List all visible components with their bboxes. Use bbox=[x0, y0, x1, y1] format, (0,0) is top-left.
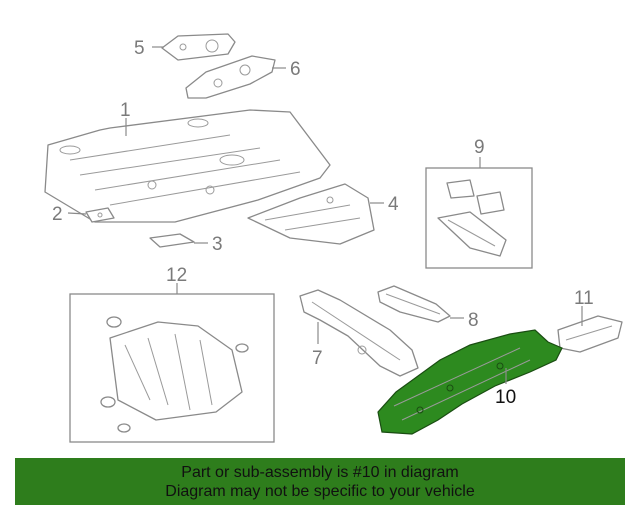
part-12-box bbox=[69, 293, 275, 443]
part-1-floor-pan bbox=[44, 109, 331, 223]
callout-11: 11 bbox=[574, 288, 594, 309]
part-4-rear-floor bbox=[247, 183, 375, 245]
callout-1: 1 bbox=[120, 100, 131, 121]
callout-9: 9 bbox=[474, 137, 485, 158]
part-7-rail bbox=[299, 289, 419, 377]
banner-line-2: Diagram may not be specific to your vehi… bbox=[165, 482, 475, 500]
callout-7: 7 bbox=[312, 348, 323, 369]
callout-4: 4 bbox=[388, 194, 399, 215]
part-9-box bbox=[425, 167, 533, 269]
callout-3: 3 bbox=[212, 234, 223, 255]
part-10-rear-rail bbox=[377, 329, 563, 435]
part-3-plate bbox=[149, 233, 195, 248]
callout-6: 6 bbox=[290, 59, 301, 80]
part-2-plate bbox=[85, 207, 115, 223]
callout-12: 12 bbox=[166, 265, 187, 286]
part-6-bracket bbox=[185, 55, 276, 99]
part-5-bracket bbox=[161, 33, 236, 61]
part-8-crossmember bbox=[377, 285, 451, 323]
parts-diagram: 5 6 1 2 3 4 bbox=[44, 33, 623, 443]
part-11-rail bbox=[557, 315, 623, 353]
info-banner: Part or sub-assembly is #10 in diagram D… bbox=[15, 458, 625, 505]
callout-8: 8 bbox=[468, 310, 479, 331]
callout-2: 2 bbox=[52, 204, 63, 225]
banner-line-1: Part or sub-assembly is #10 in diagram bbox=[181, 463, 459, 481]
callout-5: 5 bbox=[134, 38, 145, 59]
callout-10: 10 bbox=[495, 387, 516, 408]
